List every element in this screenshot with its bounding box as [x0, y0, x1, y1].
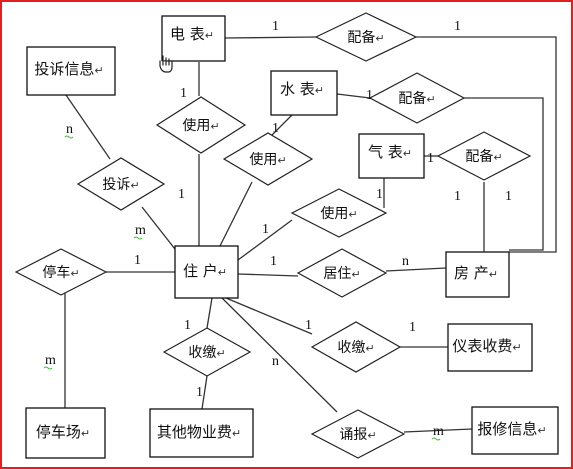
cardinality-label: 1 — [180, 86, 187, 101]
line-peibei2-fangchan — [464, 97, 544, 251]
spellcheck-underlines — [43, 135, 441, 441]
entity-fangchan: 房 产↵ — [445, 251, 510, 298]
svg-text:电 表↵: 电 表↵ — [170, 25, 214, 43]
svg-text:投诉信息↵: 投诉信息↵ — [34, 60, 103, 78]
svg-text:住 户↵: 住 户↵ — [183, 262, 227, 280]
relationship-shiyong-3: 使用↵ — [290, 188, 388, 238]
cardinality-label: 1 — [454, 19, 461, 34]
entity-zhuhu: 住 户↵ — [174, 245, 239, 299]
line-zhuhu-shoujiao2 — [225, 297, 313, 335]
relationship-peibei-2: 配备↵ — [368, 72, 466, 124]
cardinality-label: n — [402, 254, 409, 269]
cardinality-label: 1 — [305, 318, 312, 333]
line-tousuxinxi-tousu — [65, 94, 111, 160]
line-zhuhu-juzhu — [237, 273, 299, 277]
svg-text:使用↵: 使用↵ — [182, 117, 219, 134]
entity-tingchechang: 停车场↵ — [25, 407, 106, 459]
line-peibei1-fangchan — [416, 36, 557, 253]
entity-yibiaoshoufei: 仪表收费↵ — [447, 323, 533, 372]
svg-text:诵报↵: 诵报↵ — [339, 427, 376, 443]
cardinality-label: n — [272, 354, 279, 369]
svg-text:投诉↵: 投诉↵ — [102, 177, 139, 193]
cardinality-label: m — [135, 223, 146, 238]
line-dianbiao-peibei1 — [223, 36, 317, 39]
entity-tousuxinxi: 投诉信息↵ — [26, 46, 116, 96]
relationship-peibei-3: 配备↵ — [436, 131, 532, 181]
cardinality-labels: 1 1 1 1 1 1 1 1 1 1 1 n m 1 m 1 n 1 1 1 … — [45, 19, 512, 439]
hand-cursor-icon — [159, 55, 173, 73]
svg-text:其他物业费↵: 其他物业费↵ — [157, 423, 241, 441]
svg-text:仪表收费↵: 仪表收费↵ — [452, 337, 521, 355]
svg-text:水 表↵: 水 表↵ — [280, 80, 324, 98]
cardinality-label: 1 — [454, 189, 461, 204]
entity-dianbiao: 电 表↵ — [161, 15, 226, 62]
relationship-shiyong-1: 使用↵ — [155, 96, 247, 154]
relationship-shoujiao-2: 收缴↵ — [310, 321, 402, 373]
cardinality-label: 1 — [505, 189, 512, 204]
svg-text:使用↵: 使用↵ — [249, 151, 286, 168]
cardinality-label: 1 — [134, 253, 141, 268]
line-zhuhu-tongbao — [221, 297, 338, 413]
cardinality-label: 1 — [196, 385, 203, 400]
svg-text:房 产↵: 房 产↵ — [454, 264, 498, 282]
relationship-shoujiao-1: 收缴↵ — [162, 327, 252, 377]
line-juzhu-fangchan — [385, 267, 447, 272]
cardinality-label: 1 — [262, 222, 269, 237]
cardinality-label: 1 — [184, 318, 191, 333]
svg-text:居住↵: 居住↵ — [323, 266, 360, 282]
entity-qibiao: 气 表↵ — [358, 133, 425, 179]
svg-text:配备↵: 配备↵ — [347, 29, 384, 46]
svg-text:停车场↵: 停车场↵ — [36, 423, 90, 441]
svg-text:配备↵: 配备↵ — [398, 90, 435, 107]
relationship-shiyong-2: 使用↵ — [222, 132, 314, 186]
cardinality-label: 1 — [366, 88, 373, 103]
cardinality-label: 1 — [427, 151, 434, 166]
relationship-peibei-1: 配备↵ — [314, 12, 418, 62]
line-shoujiao1-qitawuyefei — [201, 375, 208, 410]
cardinality-label: m — [45, 353, 56, 368]
cardinality-label: 1 — [409, 320, 416, 335]
cardinality-label: 1 — [178, 187, 185, 202]
line-shiyong3-zhuhu — [237, 219, 293, 261]
svg-text:配备↵: 配备↵ — [465, 148, 502, 165]
line-shuibiao-peibei2 — [336, 93, 371, 99]
cardinality-label: m — [433, 424, 444, 439]
relationship-tingche: 停车↵ — [14, 248, 108, 296]
entity-shuibiao: 水 表↵ — [270, 70, 338, 116]
svg-text:收缴↵: 收缴↵ — [188, 345, 225, 361]
line-zhuhu-shoujiao1 — [206, 297, 213, 329]
relationship-juzhu: 居住↵ — [296, 248, 388, 298]
cardinality-label: n — [66, 122, 73, 137]
cardinality-label: 1 — [272, 19, 279, 34]
line-shuibiao-shiyong2 — [271, 114, 293, 136]
svg-text:气 表↵: 气 表↵ — [368, 143, 412, 161]
svg-text:停车↵: 停车↵ — [42, 264, 79, 281]
entity-baoxiuxinxi: 报修信息↵ — [471, 406, 559, 455]
cardinality-label: 1 — [272, 121, 279, 136]
cardinality-label: 1 — [376, 187, 383, 202]
line-tongbao-baoxiuxinxi — [403, 428, 473, 433]
svg-text:报修信息↵: 报修信息↵ — [477, 420, 546, 438]
cardinality-label: 1 — [270, 254, 277, 269]
svg-text:使用↵: 使用↵ — [320, 205, 357, 222]
entity-qitawuyefei: 其他物业费↵ — [149, 408, 254, 458]
line-shiyong2-zhuhu — [213, 181, 253, 259]
relationship-tongbao: 诵报↵ — [310, 409, 406, 459]
svg-text:收缴↵: 收缴↵ — [337, 340, 374, 356]
relationship-tousu: 投诉↵ — [76, 157, 166, 211]
